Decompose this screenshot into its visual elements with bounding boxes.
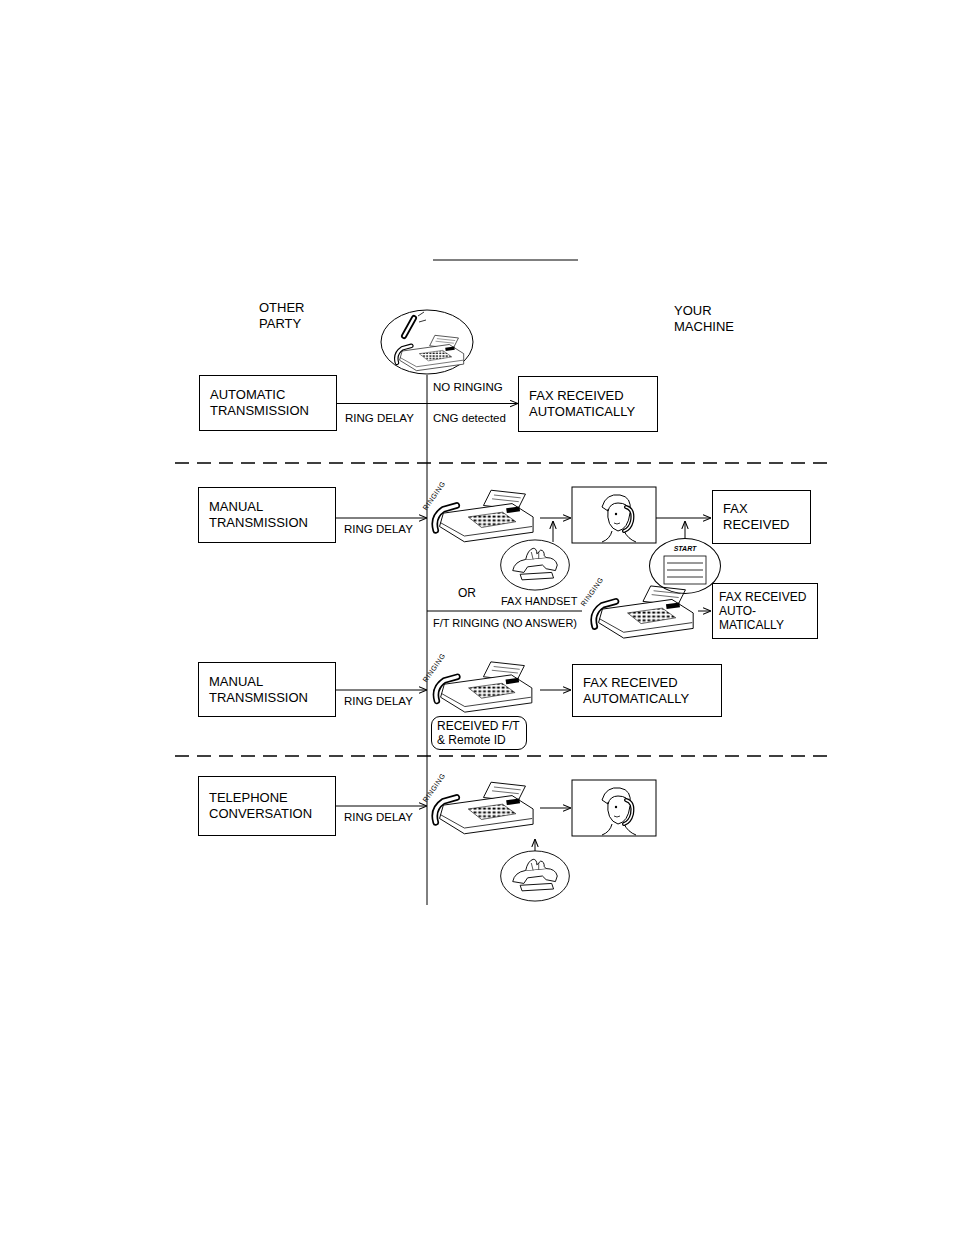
flow-arrow (698, 611, 711, 612)
flow-arrow (553, 521, 554, 542)
column-heading: YOUR MACHINE (674, 303, 754, 335)
fax-machine (435, 782, 533, 834)
fax-machine (435, 490, 533, 542)
or-label: OR (458, 586, 476, 600)
box-text: FAX RECEIVED (723, 501, 800, 533)
start-button (664, 556, 706, 584)
process-box: MANUAL TRANSMISSION (198, 487, 336, 543)
lifted-handset (404, 318, 414, 336)
delay-label: RING DELAY (344, 522, 413, 536)
column-heading: OTHER PARTY (259, 300, 329, 332)
delay-label: RING DELAY (344, 411, 415, 425)
dashed-separator (175, 755, 832, 757)
button-line (667, 563, 703, 564)
process-box: TELEPHONE CONVERSATION (198, 776, 336, 836)
button-line (667, 570, 703, 571)
box-text: AUTOMATIC TRANSMISSION (210, 387, 326, 419)
part-label: FAX HANDSET (501, 594, 577, 608)
person-on-phone (602, 495, 636, 542)
branch-line (427, 611, 582, 612)
process-box: AUTOMATIC TRANSMISSION (199, 375, 337, 431)
flow-arrow (540, 690, 571, 691)
branch-label: F/T RINGING (NO ANSWER) (433, 616, 577, 630)
box-text: MANUAL TRANSMISSION (209, 674, 325, 706)
result-box: FAX RECEIVED AUTOMATICALLY (572, 664, 722, 717)
handset-pickup (501, 851, 570, 901)
flow-arrow (540, 808, 571, 809)
flow-arrow (337, 403, 518, 404)
condition-label: CNG detected (433, 411, 506, 425)
result-box: FAX RECEIVED AUTOMATICALLY (518, 376, 658, 432)
person-box (572, 487, 656, 543)
person-box (572, 780, 656, 836)
process-box: MANUAL TRANSMISSION (198, 662, 336, 717)
fax-circle (381, 310, 473, 374)
start-button-circle: START (649, 538, 721, 594)
delay-label: RING DELAY (344, 810, 413, 824)
box-text: FAX RECEIVED AUTOMATICALLY (529, 388, 647, 420)
box-text: MANUAL TRANSMISSION (209, 499, 325, 531)
flow-arrow (336, 806, 427, 807)
condition-label: NO RINGING (433, 380, 503, 394)
flow-arrow (685, 521, 686, 538)
box-text: FAX RECEIVED AUTOMATICALLY (583, 675, 711, 707)
delay-label: RING DELAY (344, 694, 413, 708)
flow-arrow (540, 518, 571, 519)
flow-arrow (535, 839, 536, 851)
box-text: FAX RECEIVED AUTO- MATICALLY (719, 590, 811, 632)
fax-machine (396, 335, 463, 370)
fax-machine (594, 586, 693, 638)
title-underline (433, 260, 578, 261)
box-text: START (674, 545, 697, 553)
button-line (667, 577, 703, 578)
lifted-handset (404, 318, 414, 336)
divider-line (427, 375, 428, 905)
ring-mark (418, 312, 426, 322)
box-text: TELEPHONE CONVERSATION (209, 790, 325, 822)
flow-arrow (656, 518, 711, 519)
flow-arrow (336, 690, 427, 691)
fax-machine (436, 662, 532, 712)
flow-arrow (336, 518, 427, 519)
box-text: RECEIVED F/T & Remote ID (437, 719, 521, 747)
dashed-separator (175, 462, 832, 464)
handset-pickup (501, 540, 570, 590)
result-box: FAX RECEIVED (712, 490, 811, 544)
setting-tag: RECEIVED F/T & Remote ID (431, 716, 527, 750)
person-on-phone (602, 788, 636, 835)
result-box: FAX RECEIVED AUTO- MATICALLY (712, 583, 818, 639)
